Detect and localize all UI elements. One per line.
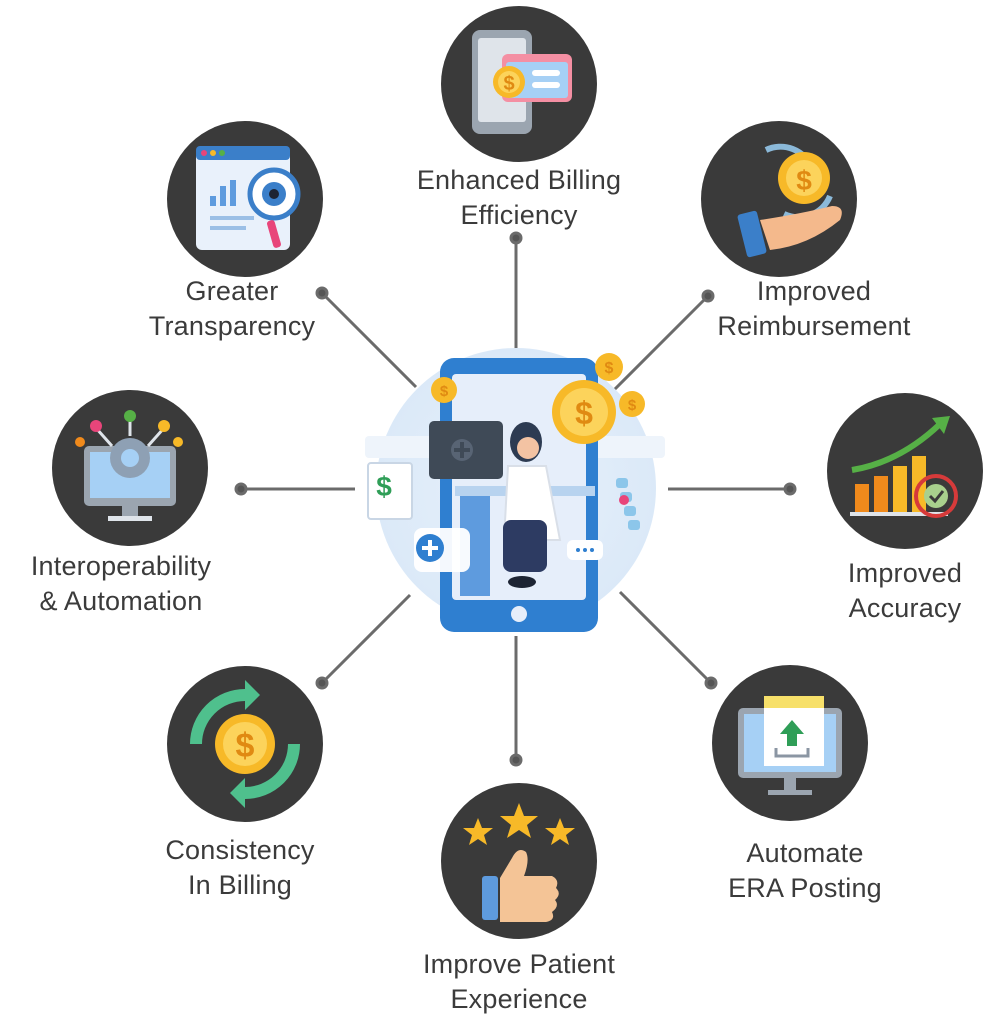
svg-text:$: $ [440,383,449,400]
coin-cycle-icon: $ [167,666,323,822]
benefit-accuracy-label: Improved Accuracy [847,558,963,623]
svg-text:$: $ [628,397,637,414]
receipt [367,462,413,520]
benefit-patient-label: Improve Patient Experience [422,949,616,1014]
benefit-reimbursement-label: Improved Reimbursement [717,276,911,341]
connector-lines [234,231,797,767]
svg-text:$: $ [605,360,614,377]
svg-text:$: $ [575,395,593,431]
benefit-transparency-label: Greater Transparency [148,276,316,341]
upload-monitor-icon [712,665,868,821]
svg-text:$: $ [376,471,392,502]
billing-card-icon: $ [441,6,597,162]
spine-graphic [616,478,640,530]
growth-chart-target-icon [827,393,983,549]
benefit-consistency-label: Consistency In Billing [165,835,315,900]
thumbs-up-stars-icon [441,783,597,939]
doctor-face [517,437,539,459]
center-illustration: $ $ $ $ $ [365,348,665,632]
center-coins: $ $ $ $ [431,353,645,444]
eye-dashboard-icon [167,121,323,277]
svg-text:$: $ [503,73,514,95]
benefit-billing-label: Enhanced Billing Efficiency [416,165,622,230]
svg-text:$: $ [236,727,255,765]
benefit-interop-label: Interoperability & Automation [30,551,212,616]
benefit-era-label: Automate ERA Posting [728,838,882,903]
hand-coin-icon: $ [701,121,857,277]
svg-text:$: $ [796,165,812,196]
gear-network-monitor-icon [52,390,208,546]
